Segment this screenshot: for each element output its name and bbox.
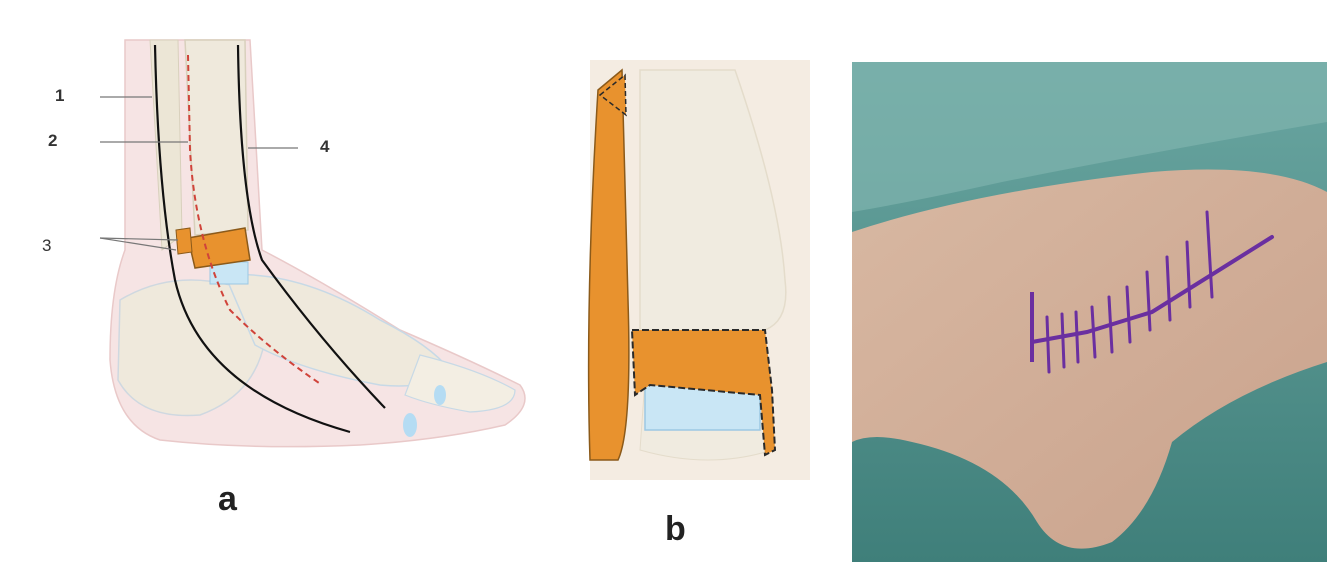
callout-3: 3 — [42, 236, 51, 256]
ankle-lateral-drawing — [0, 0, 560, 562]
mtp-joint-1 — [403, 413, 417, 437]
callout-1: 1 — [55, 86, 64, 106]
mtp-joint-2 — [434, 385, 446, 405]
graft-small-a — [176, 228, 192, 254]
callout-4: 4 — [320, 137, 329, 157]
panel-a-illustration: 1 2 3 4 a — [0, 0, 560, 562]
panel-b-illustration: b — [560, 0, 850, 562]
panel-letter-a: a — [218, 480, 237, 519]
panel-c-photo — [852, 62, 1327, 562]
ankle-frontal-drawing — [560, 0, 850, 562]
callout-2: 2 — [48, 131, 57, 151]
surgical-marking-photo — [852, 62, 1327, 562]
panel-letter-b: b — [665, 510, 686, 549]
